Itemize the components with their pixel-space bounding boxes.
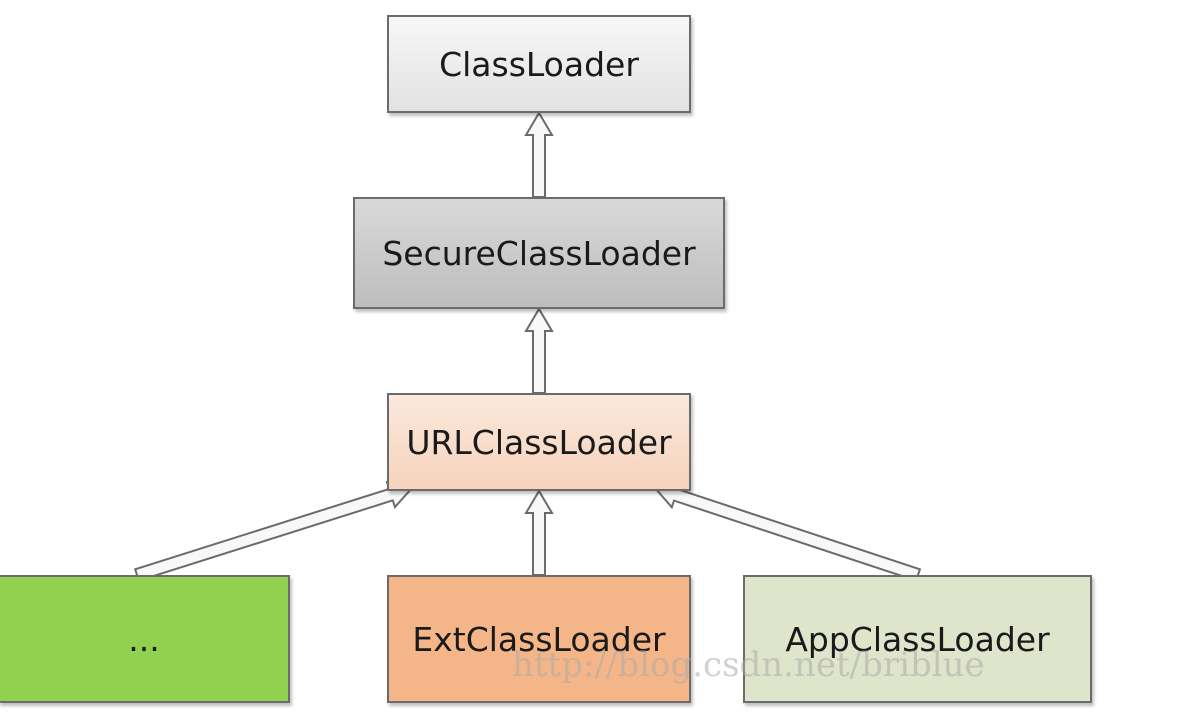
inheritance-arrow-ext-to-url <box>524 489 554 576</box>
node-label: AppClassLoader <box>785 619 1050 659</box>
node-label: SecureClassLoader <box>382 233 696 273</box>
inheritance-arrow-url-to-secure <box>524 307 554 394</box>
watermark: http://blog.csdn.net/briblue <box>512 645 985 685</box>
node-label: ClassLoader <box>439 44 639 84</box>
node-label: ... <box>128 619 160 659</box>
node-extclassloader: ExtClassLoader <box>387 575 691 703</box>
node-urlclassloader: URLClassLoader <box>387 393 691 491</box>
node-classloader: ClassLoader <box>387 15 691 113</box>
node-label: URLClassLoader <box>406 422 672 462</box>
inheritance-arrow-other-to-url <box>133 480 414 582</box>
inheritance-arrow-app-to-url <box>653 481 922 582</box>
node-label: ExtClassLoader <box>412 619 666 659</box>
node-secureclassloader: SecureClassLoader <box>353 197 725 309</box>
inheritance-arrow-secure-to-classloader <box>524 111 554 198</box>
node-appclassloader: AppClassLoader <box>743 575 1092 703</box>
node-other: ... <box>0 575 290 703</box>
